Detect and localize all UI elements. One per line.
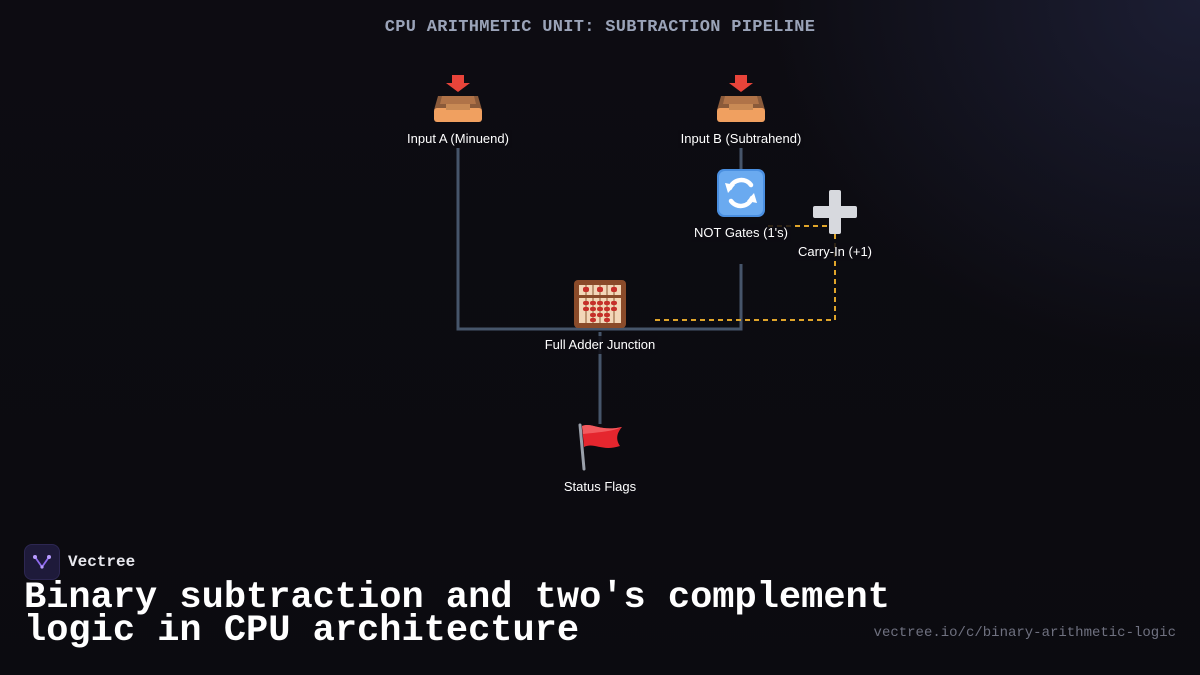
node-label-status-flags: Status Flags [560,478,640,496]
diagram-title: CPU ARITHMETIC UNIT: SUBTRACTION PIPELIN… [384,18,816,37]
vectree-logo-icon [24,544,60,580]
plus-icon [813,190,857,234]
wire-not-to-adder [600,264,743,331]
node-label-carry-in: Carry-In (+1) [794,243,876,261]
source-url: vectree.io/c/binary-arithmetic-logic [873,625,1176,641]
inbox-tray-icon [434,75,482,122]
node-carry-in: Carry-In (+1) [735,187,935,261]
page-headline: Binary subtraction and two's complement … [24,577,890,652]
node-full-adder: Full Adder Junction [500,278,700,354]
red-flag-icon [578,423,622,471]
node-not-gates: NOT Gates (1's) [641,168,841,242]
brand: Vectree [24,544,135,580]
wire-input-a-to-adder [456,148,600,331]
node-label-input-a: Input A (Minuend) [404,130,512,148]
wire-carry-to-adder [652,234,836,321]
node-input-a: Input A (Minuend) [358,74,558,148]
node-label-not-gates: NOT Gates (1's) [691,224,791,242]
node-label-full-adder: Full Adder Junction [541,336,659,354]
node-status-flags: Status Flags [500,422,700,496]
counterclockwise-arrows-icon [717,169,765,217]
node-label-input-b: Input B (Subtrahend) [677,130,805,148]
inbox-tray-icon [717,75,765,122]
node-input-b: Input B (Subtrahend) [641,74,841,148]
brand-name: Vectree [68,553,136,571]
abacus-icon [574,280,626,328]
